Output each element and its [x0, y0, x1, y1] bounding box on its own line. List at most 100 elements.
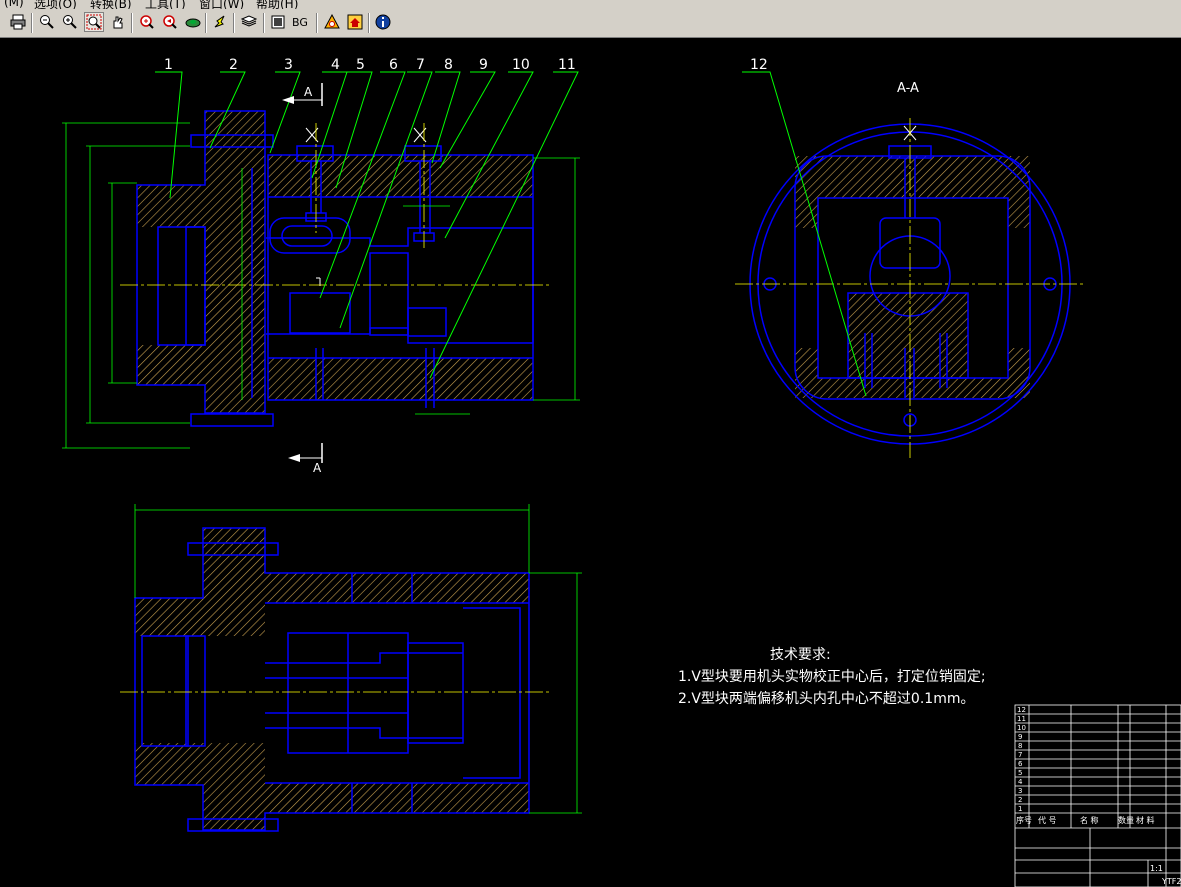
top-view-dimensions	[134, 504, 582, 814]
parts-list-header: 序号 代 号 名 称 数量 材 料 1:1 YTF2	[1016, 815, 1181, 886]
menu-item-m1[interactable]: (M)	[4, 0, 24, 9]
zoom-in-icon	[63, 15, 77, 29]
header-qty: 数量	[1118, 815, 1134, 825]
header-seq: 序号	[1016, 815, 1032, 825]
leader-line-12	[742, 71, 867, 397]
bg-icon: BG	[292, 15, 308, 29]
parts-list-rows: 12 11 10 9 8 7 6 5 4 3 2 1	[1017, 706, 1026, 813]
part-label-11: 11	[558, 57, 576, 73]
menu-item-window[interactable]: 窗口(W)	[199, 0, 245, 9]
row-seq-3: 3	[1018, 787, 1022, 795]
row-seq-8: 8	[1018, 742, 1022, 750]
toolbar-separator	[233, 13, 235, 33]
row-seq-12: 12	[1017, 706, 1026, 714]
menu-bar: (M) 选项(O) 转换(B) 工具(T) 窗口(W) 帮助(H)	[0, 0, 1181, 9]
scale-value: 1:1	[1150, 864, 1163, 873]
print-icon	[10, 14, 26, 30]
drawing-id: YTF2	[1161, 877, 1181, 886]
technical-notes: 技术要求: 1.V型块要用机头实物校正中心后，打定位销固定; 2.V型块两端偏移…	[678, 647, 986, 707]
zoom-previous-button[interactable]	[160, 12, 180, 32]
title-block: 12 11 10 9 8 7 6 5 4 3 2 1 序号 代 号 名 称 数量…	[1014, 704, 1181, 887]
toolbar-separator	[316, 13, 318, 33]
layers-icon	[241, 15, 257, 27]
section-aa-centerlines	[735, 118, 1085, 458]
part-label-9: 9	[479, 57, 488, 73]
toolbar-separator	[263, 13, 265, 33]
section-aa-view: A-A	[735, 57, 1085, 458]
note-1: 1.V型块要用机头实物校正中心后，打定位销固定;	[678, 668, 986, 685]
toolbar-separator	[368, 13, 370, 33]
leader-lines	[155, 71, 579, 379]
frame-icon	[271, 15, 285, 29]
zoom-all-button[interactable]	[137, 12, 157, 32]
part-label-4: 4	[331, 57, 340, 73]
toolbar-separator	[31, 13, 33, 33]
bg-button[interactable]: BG	[290, 12, 310, 32]
part-label-12: 12	[750, 57, 768, 73]
zoom-window-icon	[86, 14, 102, 30]
front-centerlines	[120, 123, 550, 286]
row-seq-10: 10	[1017, 724, 1026, 732]
find-button[interactable]	[322, 12, 342, 32]
part-label-10: 10	[512, 57, 530, 73]
part-label-8: 8	[444, 57, 453, 73]
section-marker-top: A	[304, 85, 313, 99]
part-label-5: 5	[356, 57, 365, 73]
menu-item-convert[interactable]: 转换(B)	[90, 0, 132, 9]
part-label-7: 7	[416, 57, 425, 73]
redraw-button[interactable]	[210, 12, 230, 32]
note-2: 2.V型块两端偏移机头内孔中心不超过0.1mm。	[678, 691, 974, 707]
drawing-canvas[interactable]: 1 2 3 4 5 6 7 8 9 10 11 A A A-A	[0, 38, 1181, 887]
toolbar-separator	[205, 13, 207, 33]
zoom-in-button[interactable]	[60, 12, 80, 32]
info-icon	[375, 14, 391, 30]
info-button[interactable]	[373, 12, 393, 32]
front-hatch	[137, 111, 533, 413]
menu-item-help[interactable]: 帮助(H)	[256, 0, 299, 9]
front-dimensions	[62, 122, 580, 449]
row-seq-11: 11	[1017, 715, 1026, 723]
zoom-out-button[interactable]	[37, 12, 57, 32]
top-view-hatch	[135, 528, 529, 830]
menu-item-options[interactable]: 选项(O)	[34, 0, 77, 9]
row-seq-2: 2	[1018, 796, 1022, 804]
top-view-outline	[134, 527, 530, 832]
header-name: 名 称	[1080, 815, 1099, 825]
pan-button[interactable]	[108, 12, 128, 32]
toolbar: BG	[0, 9, 1181, 38]
view-3d-button[interactable]	[183, 12, 203, 32]
row-seq-9: 9	[1018, 733, 1022, 741]
part-label-2: 2	[229, 57, 238, 73]
pan-icon	[113, 16, 123, 29]
part-number-labels: 1 2 3 4 5 6 7 8 9 10 11	[164, 57, 576, 73]
row-seq-7: 7	[1018, 751, 1022, 759]
menu-item-tools[interactable]: 工具(T)	[145, 0, 186, 9]
section-markers: A A	[282, 83, 323, 475]
section-aa-title: A-A	[897, 81, 919, 96]
top-view	[120, 504, 582, 832]
redraw-icon	[214, 15, 225, 28]
notes-title: 技术要求:	[770, 647, 831, 663]
section-marker-bottom: A	[313, 461, 322, 475]
row-seq-4: 4	[1018, 778, 1023, 786]
cad-drawing: 1 2 3 4 5 6 7 8 9 10 11 A A A-A	[62, 57, 1181, 887]
home-button[interactable]	[345, 12, 365, 32]
find-icon	[324, 14, 340, 29]
zoom-window-button[interactable]	[84, 12, 104, 32]
home-icon	[347, 14, 363, 30]
front-section-view: 1 2 3 4 5 6 7 8 9 10 11 A A	[62, 57, 580, 475]
header-code: 代 号	[1038, 815, 1057, 825]
row-seq-1: 1	[1018, 805, 1022, 813]
zoom-out-icon	[40, 15, 54, 29]
row-seq-5: 5	[1018, 769, 1022, 777]
print-button[interactable]	[8, 12, 28, 32]
part-label-6: 6	[389, 57, 398, 73]
parts-list-grid	[1014, 704, 1181, 887]
zoom-previous-icon	[163, 15, 177, 29]
header-material: 材 料	[1136, 815, 1155, 825]
view-3d-icon	[185, 18, 201, 28]
part-label-1: 1	[164, 57, 173, 73]
frame-button[interactable]	[268, 12, 288, 32]
row-seq-6: 6	[1018, 760, 1023, 768]
layers-button[interactable]	[239, 12, 259, 32]
